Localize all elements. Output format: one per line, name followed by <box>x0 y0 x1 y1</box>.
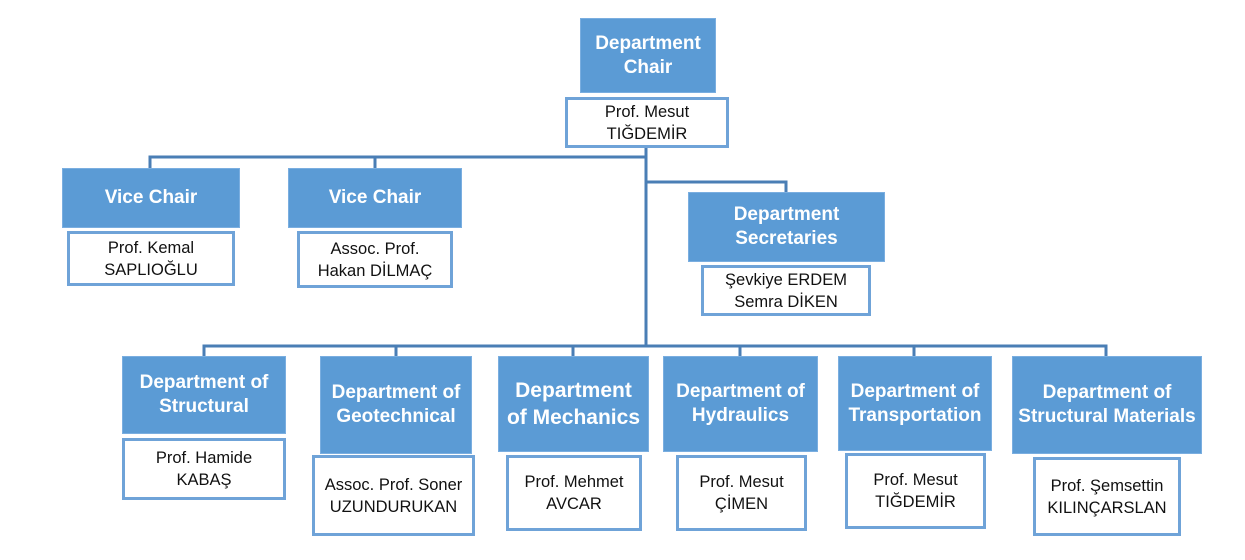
secretaries-role-box: Department Secretaries <box>688 192 885 262</box>
secretaries-person-box: Şevkiye ERDEM Semra DİKEN <box>701 265 871 316</box>
connector-vice-chair-bus <box>148 155 646 168</box>
dept-hydraulics-person-box: Prof. Mesut ÇİMEN <box>676 455 807 531</box>
dept-geotechnical-person-box: Assoc. Prof. Soner UZUNDURUKAN <box>312 455 475 536</box>
dept-structural-person-box: Prof. Hamide KABAŞ <box>122 438 286 500</box>
dept-transportation-role-box: Department of Transportation <box>838 356 992 451</box>
vice-chair-1-role-box: Vice Chair <box>62 168 240 228</box>
dept-transportation-person-box: Prof. Mesut TIĞDEMİR <box>845 453 986 529</box>
vice-chair-2-role-box: Vice Chair <box>288 168 462 228</box>
dept-structural-materials-person-box: Prof. Şemsettin KILINÇARSLAN <box>1033 457 1181 536</box>
connector-departments-bus <box>202 344 1108 356</box>
dept-geotechnical-role-box: Department of Geotechnical <box>320 356 472 454</box>
dept-mechanics-person-box: Prof. Mehmet AVCAR <box>506 455 642 531</box>
dept-structural-role-box: Department of Structural <box>122 356 286 434</box>
chair-role-box: Department Chair <box>580 18 716 93</box>
vice-chair-1-person-box: Prof. Kemal SAPLIOĞLU <box>67 231 235 286</box>
dept-structural-materials-role-box: Department of Structural Materials <box>1012 356 1202 454</box>
dept-hydraulics-role-box: Department of Hydraulics <box>663 356 818 452</box>
dept-mechanics-role-box: Department of Mechanics <box>498 356 649 452</box>
connector-secretaries <box>646 180 788 192</box>
vice-chair-2-person-box: Assoc. Prof. Hakan DİLMAÇ <box>297 231 453 288</box>
chair-person-box: Prof. Mesut TIĞDEMİR <box>565 97 729 148</box>
